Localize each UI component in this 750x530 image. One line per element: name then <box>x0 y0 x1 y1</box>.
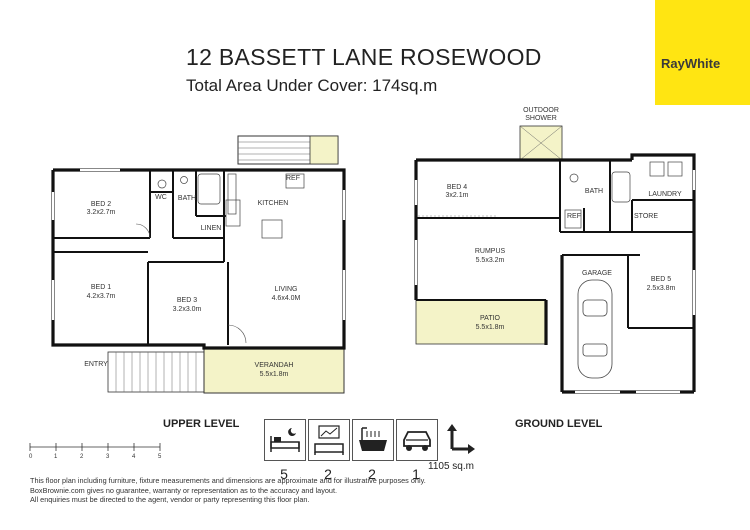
scale-tick-1: 1 <box>54 454 58 460</box>
scale-tick-5: 5 <box>158 454 162 460</box>
label-garage: GARAGE <box>582 270 612 277</box>
ground-windows <box>414 170 696 394</box>
label-bed2: BED 2 <box>91 201 111 208</box>
car-count: 1 <box>412 466 420 482</box>
lounge-icon <box>308 419 350 461</box>
label-store: STORE <box>634 213 658 220</box>
label-ref-upper: REF <box>286 175 300 182</box>
label-laundry: LAUNDRY <box>648 191 682 198</box>
label-bath-ground: BATH <box>585 188 603 195</box>
label-bed3-dim: 3.2x3.0m <box>173 306 202 313</box>
upper-top-stairs <box>238 141 310 161</box>
scale-tick-2: 2 <box>80 454 84 460</box>
car-icon <box>396 419 438 461</box>
scale-bar: 0 1 2 3 4 5 <box>29 443 162 460</box>
label-bath-upper: BATH <box>178 195 196 202</box>
disclaimer-line-1: This floor plan including furniture, fix… <box>30 476 426 485</box>
label-verandah-dim: 5.5x1.8m <box>260 371 289 378</box>
bath-icon <box>352 419 394 461</box>
label-bed5: BED 5 <box>651 276 671 283</box>
label-outdoor-shower-2: SHOWER <box>525 115 557 122</box>
logo-text: RayWhite <box>661 56 721 71</box>
label-patio: PATIO <box>480 315 501 322</box>
land-area-icon <box>440 419 480 459</box>
upper-windows <box>51 168 346 320</box>
scale-tick-4: 4 <box>132 454 136 460</box>
label-kitchen: KITCHEN <box>258 200 289 207</box>
land-area-value: 1105 sq.m <box>428 461 474 472</box>
label-bed1-dim: 4.2x3.7m <box>87 293 116 300</box>
total-area-subtitle: Total Area Under Cover: 174sq.m <box>186 76 438 95</box>
label-outdoor-shower-1: OUTDOOR <box>523 107 559 114</box>
ground-fixtures <box>564 161 683 229</box>
living-count: 2 <box>324 466 332 482</box>
upper-doors <box>135 223 247 344</box>
scale-tick-0: 0 <box>29 454 33 460</box>
label-bed4-dim: 3x2.1m <box>446 192 469 199</box>
raywhite-logo[interactable]: RayWhite <box>655 0 750 105</box>
upper-interior-walls <box>53 170 229 345</box>
ground-level-label: GROUND LEVEL <box>515 418 603 430</box>
disclaimer: This floor plan including furniture, fix… <box>30 476 426 505</box>
page-title: 12 BASSETT LANE ROSEWOOD <box>186 44 542 70</box>
upper-level-label: UPPER LEVEL <box>163 418 240 430</box>
label-patio-dim: 5.5x1.8m <box>476 324 505 331</box>
label-bed3: BED 3 <box>177 297 197 304</box>
label-bed1: BED 1 <box>91 284 111 291</box>
upper-level-plan: BED 2 3.2x2.7m WC BATH KITCHEN REF LINEN… <box>51 135 346 394</box>
ground-interior-walls <box>416 160 694 329</box>
label-entry: ENTRY <box>84 361 108 368</box>
label-rumpus: RUMPUS <box>475 248 506 255</box>
garage-car <box>577 279 613 379</box>
disclaimer-line-3: All enquiries must be directed to the ag… <box>30 495 310 505</box>
scale-tick-3: 3 <box>106 454 110 460</box>
label-rumpus-dim: 5.5x3.2m <box>476 257 505 264</box>
bedroom-count: 5 <box>280 466 288 482</box>
label-wc: WC <box>155 194 167 201</box>
upper-outer-walls <box>51 168 346 350</box>
upper-top-landing <box>309 135 339 165</box>
entry-stair-treads <box>115 352 197 392</box>
bed-icon <box>264 419 306 461</box>
upper-fixtures <box>157 173 305 239</box>
label-ref-ground: REF <box>567 213 581 220</box>
patio-area <box>415 299 547 345</box>
ground-level-plan: OUTDOOR SHOWER BED 4 3x2.1m BATH LAUNDRY… <box>414 107 696 394</box>
label-bed2-dim: 3.2x2.7m <box>87 209 116 216</box>
bathroom-count: 2 <box>368 466 376 482</box>
label-living-dim: 4.6x4.0M <box>272 295 301 302</box>
label-bed4: BED 4 <box>447 184 467 191</box>
label-living: LIVING <box>275 286 298 293</box>
label-verandah: VERANDAH <box>255 362 294 369</box>
label-bed5-dim: 2.5x3.8m <box>647 285 676 292</box>
label-linen: LINEN <box>201 225 222 232</box>
disclaimer-line-2: BoxBrownie.com gives no guarantee, warra… <box>30 485 338 495</box>
